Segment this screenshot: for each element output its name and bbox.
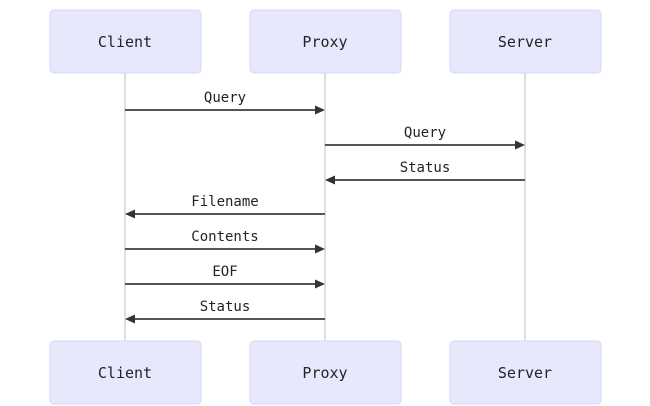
- message-label: Status: [200, 299, 251, 315]
- actor-proxy-bottom[interactable]: Proxy: [249, 340, 402, 405]
- message-arrowhead: [325, 175, 335, 185]
- lifelines-group: [124, 73, 526, 341]
- message-label: EOF: [212, 264, 237, 280]
- actor-box[interactable]: [249, 340, 402, 405]
- actor-client-top[interactable]: Client: [49, 9, 202, 74]
- message-arrowhead: [125, 314, 135, 324]
- actor-label: Proxy: [302, 364, 347, 382]
- actor-label: Client: [98, 33, 152, 51]
- actor-proxy-top[interactable]: Proxy: [249, 9, 402, 74]
- actor-box[interactable]: [449, 340, 602, 405]
- actor-server-top[interactable]: Server: [449, 9, 602, 74]
- message-arrowhead: [315, 244, 325, 254]
- actor-box[interactable]: [249, 9, 402, 74]
- message-1-query: Query: [125, 90, 325, 115]
- actor-box[interactable]: [49, 340, 202, 405]
- message-arrowhead: [125, 209, 135, 219]
- message-2-query: Query: [325, 125, 525, 150]
- actor-label: Server: [498, 33, 552, 51]
- message-6-eof: EOF: [125, 264, 325, 289]
- actor-client-bottom[interactable]: Client: [49, 340, 202, 405]
- message-arrowhead: [515, 140, 525, 150]
- message-arrowhead: [315, 105, 325, 115]
- message-4-filename: Filename: [125, 194, 325, 219]
- message-label: Filename: [191, 194, 258, 210]
- actor-box[interactable]: [49, 9, 202, 74]
- actor-server-bottom[interactable]: Server: [449, 340, 602, 405]
- message-label: Contents: [191, 229, 258, 245]
- message-label: Query: [204, 90, 246, 106]
- message-3-status: Status: [325, 160, 525, 185]
- messages-group: QueryQueryStatusFilenameContentsEOFStatu…: [125, 90, 525, 324]
- message-label: Query: [404, 125, 446, 141]
- message-5-contents: Contents: [125, 229, 325, 254]
- message-arrowhead: [315, 279, 325, 289]
- message-label: Status: [400, 160, 451, 176]
- actor-box[interactable]: [449, 9, 602, 74]
- message-7-status: Status: [125, 299, 325, 324]
- actor-label: Server: [498, 364, 552, 382]
- actor-label: Client: [98, 364, 152, 382]
- actor-label: Proxy: [302, 33, 347, 51]
